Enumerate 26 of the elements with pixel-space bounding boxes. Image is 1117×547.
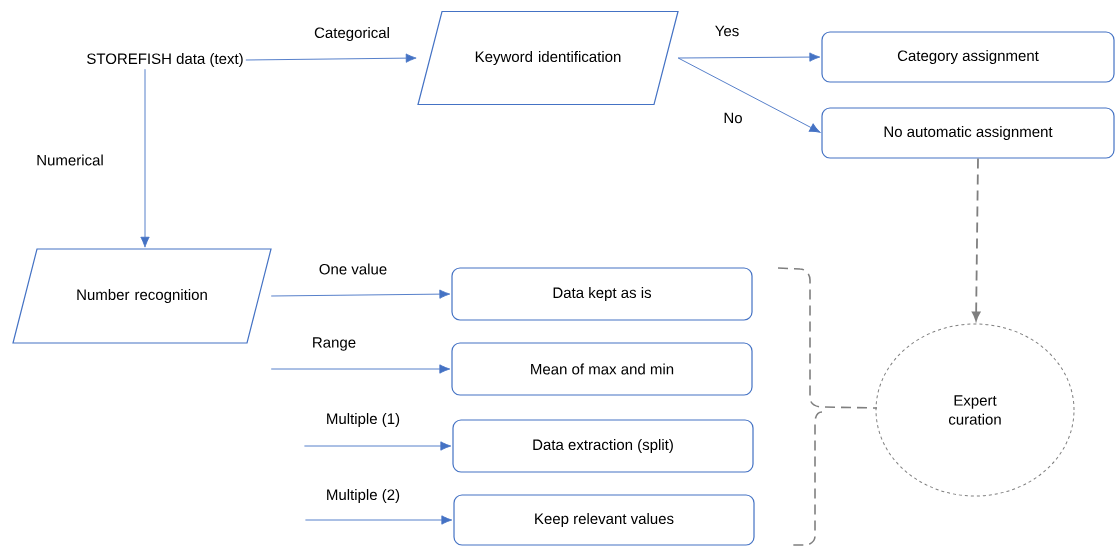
process-box: Category assignment: [821, 31, 1115, 83]
process-box: Keep relevant values: [453, 494, 755, 546]
arrow: [245, 53, 417, 63]
arrow: [971, 157, 981, 322]
edge-label: Categorical: [313, 26, 391, 42]
edge-label: Yes: [713, 24, 741, 38]
edge-label: Multiple (1): [324, 412, 402, 428]
input-parallelogram: Number recognition: [12, 248, 272, 344]
edge-label: Numerical: [35, 153, 105, 167]
edge-label: Range: [310, 336, 358, 352]
edge-label: One value: [317, 262, 389, 276]
arrow: [270, 289, 451, 299]
edge-label: Multiple (2): [324, 488, 402, 504]
arrow: [677, 57, 821, 133]
arrow: [303, 441, 452, 451]
arrow: [140, 68, 150, 248]
process-box: Data kept as is: [451, 267, 753, 321]
input-parallelogram: Keyword identification: [417, 10, 679, 106]
edge-label: No: [722, 111, 744, 125]
source-text: STOREFISH data (text): [87, 53, 243, 67]
process-box: Mean of max and min: [451, 342, 753, 396]
arrow: [304, 515, 453, 525]
process-box: Data extraction (split): [452, 419, 754, 473]
process-box: No automatic assignment: [821, 107, 1115, 159]
arrow: [677, 52, 821, 62]
arrow: [270, 364, 451, 374]
